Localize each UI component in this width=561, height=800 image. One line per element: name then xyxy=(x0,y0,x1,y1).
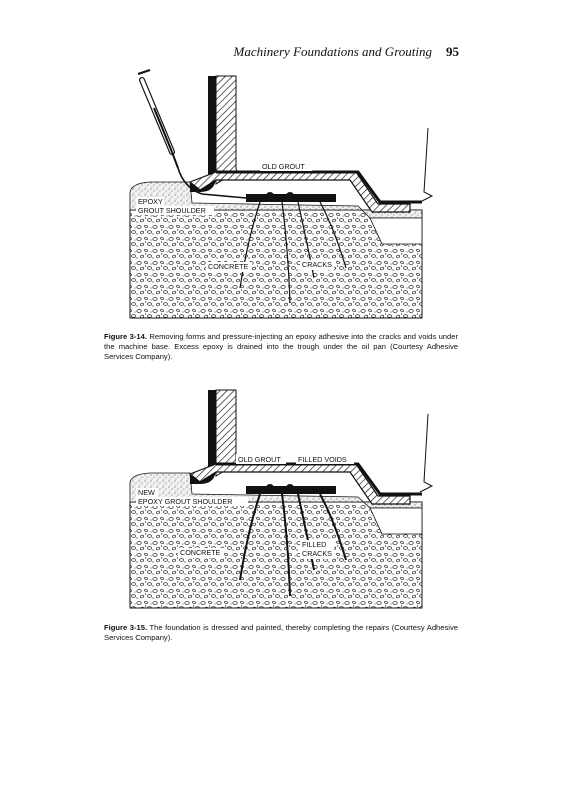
label-cracks-2: CRACKS xyxy=(302,549,332,558)
figure-3-15-illustration: OLD GROUT FILLED VOIDS NEW EPOXY GROUT S… xyxy=(120,384,440,616)
label-filled: FILLED xyxy=(302,540,326,549)
label-concrete-2: CONCRETE xyxy=(180,548,221,557)
figure-3-14-illustration: OLD GROUT EPOXY GROUT SHOULDER CONCRETE … xyxy=(120,68,440,330)
running-header: Machinery Foundations and Grouting 95 xyxy=(234,44,459,60)
figure-3-15-number: Figure 3-15. xyxy=(104,623,148,632)
figure-3-14-number: Figure 3-14. xyxy=(104,332,147,341)
label-old-grout-2: OLD GROUT xyxy=(238,455,281,464)
running-header-title: Machinery Foundations and Grouting xyxy=(233,44,432,59)
label-epoxy: EPOXY xyxy=(138,197,163,206)
label-old-grout: OLD GROUT xyxy=(262,162,305,171)
label-epoxy-grout-shoulder: EPOXY GROUT SHOULDER xyxy=(138,497,232,506)
figure-3-14-caption: Figure 3-14. Removing forms and pressure… xyxy=(104,332,458,362)
page-number: 95 xyxy=(446,44,459,59)
label-cracks: CRACKS xyxy=(302,260,332,269)
figure-3-15-caption: Figure 3-15. The foundation is dressed a… xyxy=(104,623,458,643)
epoxy-syringe-icon xyxy=(137,69,179,169)
figure-3-15-caption-text: The foundation is dressed and painted, t… xyxy=(104,623,458,642)
label-grout-shoulder: GROUT SHOULDER xyxy=(138,206,206,215)
label-new: NEW xyxy=(138,488,155,497)
figure-3-14-caption-text: Removing forms and pressure-injecting an… xyxy=(104,332,458,361)
label-filled-voids: FILLED VOIDS xyxy=(298,455,347,464)
label-concrete: CONCRETE xyxy=(208,262,249,271)
